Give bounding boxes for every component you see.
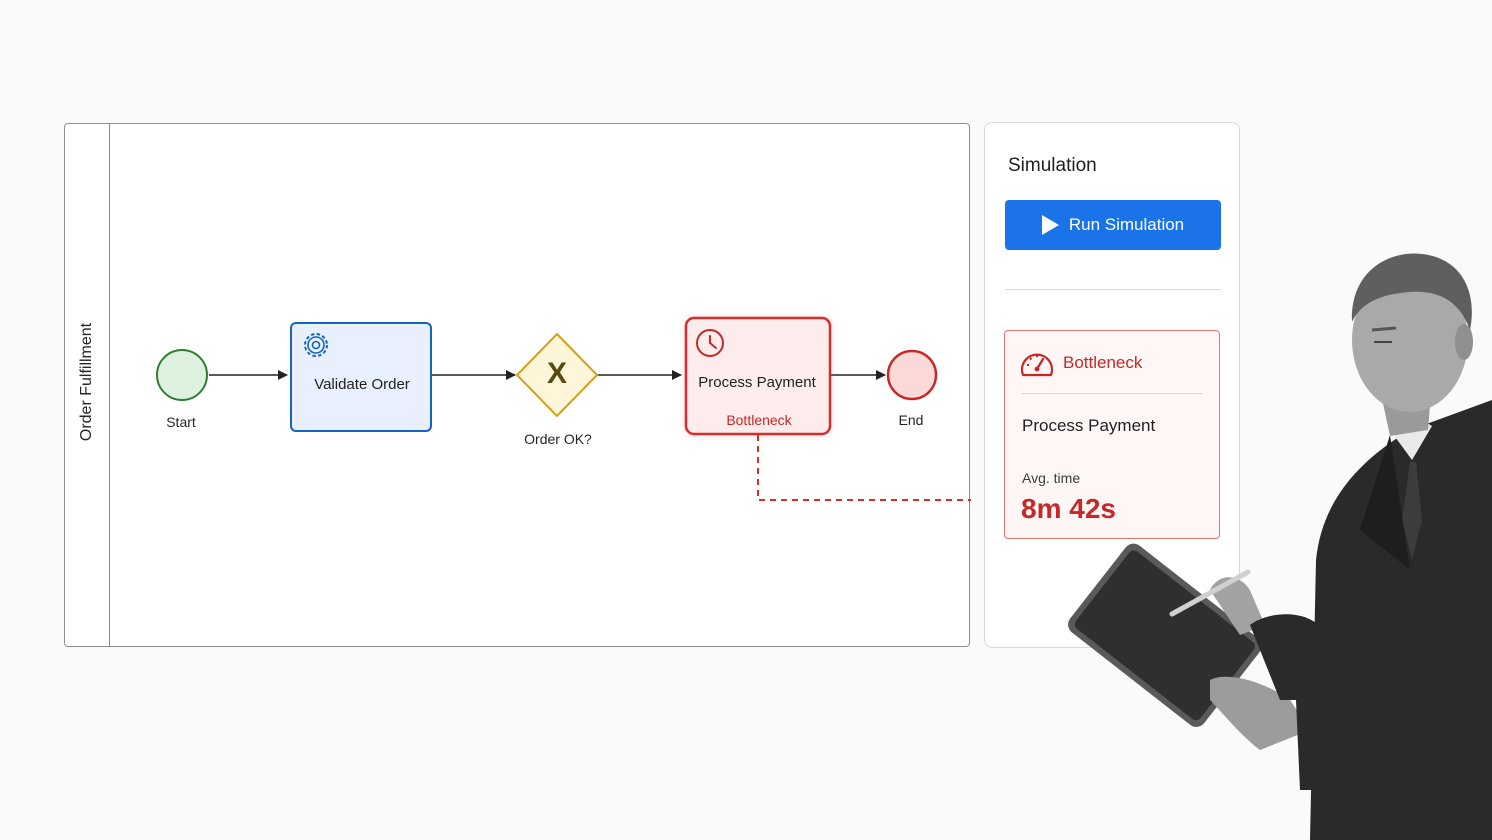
exclusive-gateway[interactable]	[515, 332, 599, 418]
person-with-tablet-image	[1068, 253, 1492, 840]
validate-task-label: Validate Order	[314, 376, 410, 393]
avg-time-label: Avg. time	[1022, 470, 1081, 486]
start-event[interactable]	[156, 349, 208, 401]
gateway-label: Order OK?	[524, 431, 592, 447]
bottleneck-tag: Bottleneck	[726, 412, 792, 428]
run-simulation-button[interactable]: Run Simulation	[1005, 200, 1221, 250]
bottleneck-task-name: Process Payment	[1022, 416, 1156, 435]
gear-icon	[304, 333, 328, 357]
panel-title: Simulation	[1008, 155, 1097, 176]
payment-task-label: Process Payment	[698, 374, 816, 391]
panel-divider	[1005, 289, 1221, 290]
avg-time-value: 8m 42s	[1021, 493, 1116, 524]
bottleneck-card-title: Bottleneck	[1063, 353, 1143, 372]
process-canvas[interactable]: Order Fulfillment	[64, 123, 971, 647]
start-label: Start	[166, 414, 196, 430]
run-simulation-label: Run Simulation	[1068, 215, 1185, 234]
clock-icon	[696, 329, 724, 357]
bottleneck-card[interactable]: Bottleneck Process Payment Avg. time 8m …	[1004, 330, 1220, 539]
gateway-x-symbol: X	[546, 357, 568, 390]
play-icon	[1041, 215, 1059, 235]
task-validate-order[interactable]	[290, 322, 432, 432]
end-label: End	[898, 412, 924, 428]
end-event[interactable]	[886, 349, 938, 401]
speedometer-icon	[1020, 353, 1054, 377]
simulation-panel: Simulation Run Simulation Bottleneck Pro…	[984, 122, 1240, 648]
bottleneck-link	[757, 435, 971, 501]
bottleneck-card-divider	[1021, 393, 1203, 394]
swimlane-header[interactable]: Order Fulfillment	[65, 124, 110, 646]
process-diagram	[156, 316, 971, 501]
